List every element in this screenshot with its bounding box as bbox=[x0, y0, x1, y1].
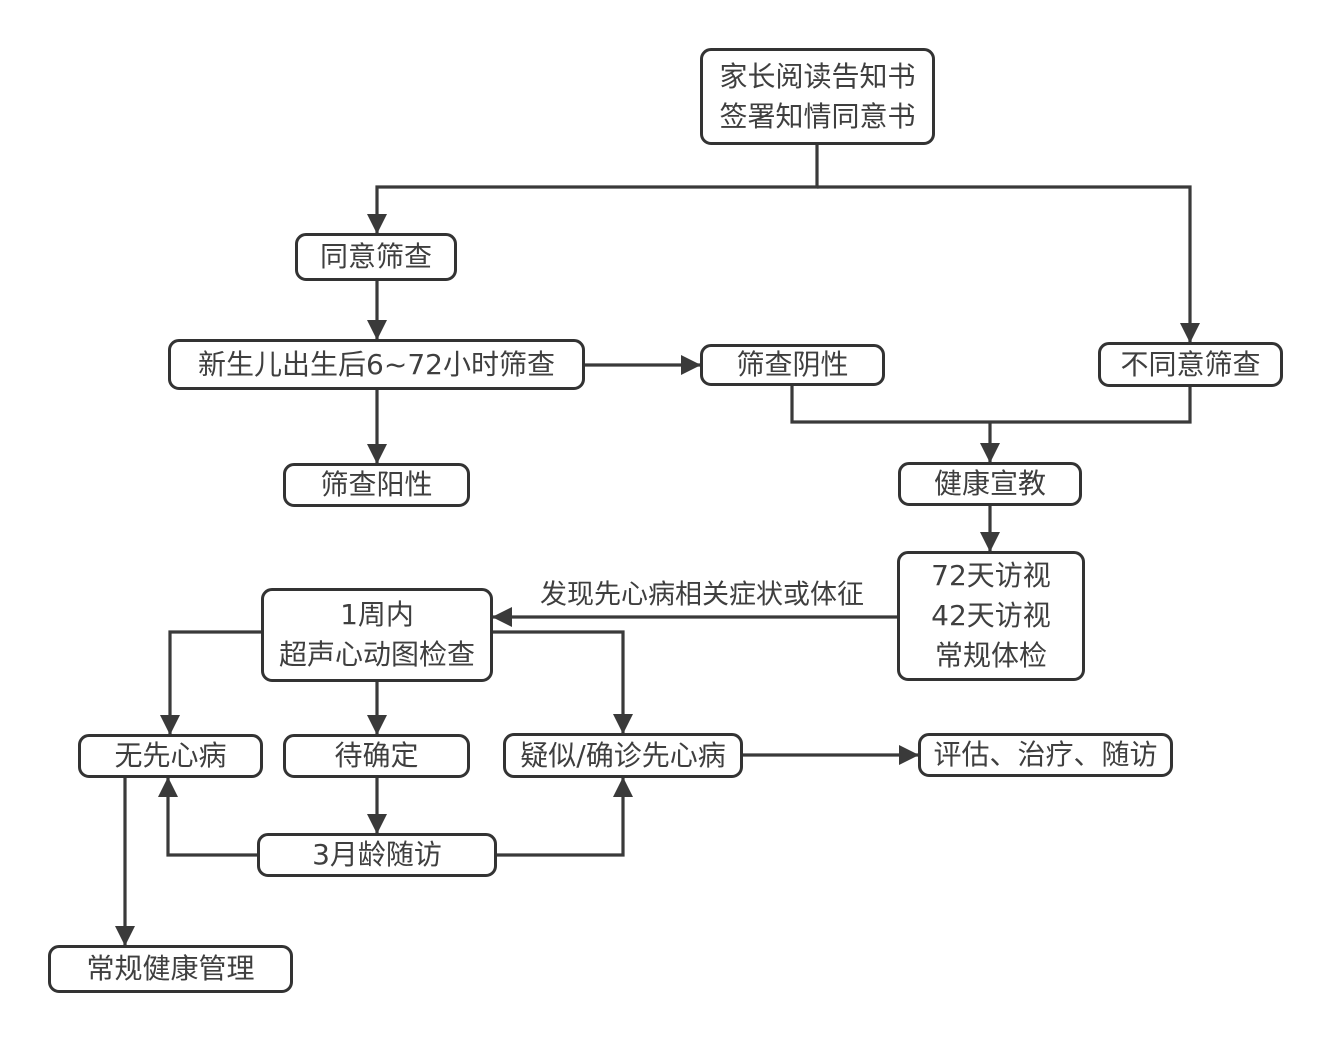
node-agree: 同意筛查 bbox=[295, 233, 457, 281]
node-evaluate-label: 评估、治疗、随访 bbox=[933, 738, 1158, 771]
node-echo-label: 超声心动图检查 bbox=[278, 638, 475, 671]
edge-label-chd-symptoms: 发现先心病相关症状或体征 bbox=[540, 579, 864, 611]
node-consent: 家长阅读告知书签署知情同意书 bbox=[700, 48, 935, 145]
node-screen-negative: 筛查阴性 bbox=[700, 344, 885, 386]
node-followup-3m: 3月龄随访 bbox=[257, 833, 497, 877]
node-health-education: 健康宣教 bbox=[898, 462, 1082, 506]
node-visits: 72天访视 42天访视常规体检 bbox=[897, 551, 1085, 681]
node-suspected-chd: 疑似/确诊先心病 bbox=[503, 733, 743, 778]
node-consent-label: 签署知情同意书 bbox=[719, 99, 916, 133]
node-no-chd: 无先心病 bbox=[78, 734, 263, 778]
node-followup-3m-label: 3月龄随访 bbox=[312, 838, 442, 871]
edge-followup-3m-to-suspected-chd bbox=[497, 777, 633, 857]
node-pending-label: 待确定 bbox=[334, 739, 419, 772]
node-pending: 待确定 bbox=[283, 734, 470, 778]
node-health-education-label: 健康宣教 bbox=[933, 467, 1046, 500]
node-evaluate: 评估、治疗、随访 bbox=[918, 733, 1173, 777]
edge-followup-3m-to-no-chd bbox=[158, 777, 257, 857]
node-routine-health-label: 常规健康管理 bbox=[86, 952, 255, 985]
edge-screen-negative-to-merge-point bbox=[790, 386, 1192, 424]
node-disagree-label: 不同意筛查 bbox=[1120, 347, 1261, 381]
node-echo: 1周内超声心动图检查 bbox=[261, 588, 493, 682]
node-visits-label: 42天访视 bbox=[931, 599, 1051, 632]
node-screen-negative-label: 筛查阴性 bbox=[736, 348, 849, 381]
edge-echo-to-suspected-chd bbox=[493, 630, 633, 734]
node-newborn-screen: 新生儿出生后6~72小时筛查 bbox=[168, 339, 585, 390]
edge-consent-to-agree bbox=[367, 145, 819, 234]
node-consent-label: 家长阅读告知书 bbox=[719, 59, 916, 93]
node-no-chd-label: 无先心病 bbox=[114, 739, 227, 772]
node-agree-label: 同意筛查 bbox=[319, 240, 432, 273]
node-disagree: 不同意筛查 bbox=[1098, 342, 1283, 387]
node-screen-positive-label: 筛查阳性 bbox=[320, 468, 433, 501]
node-visits-label: 72天访视 bbox=[931, 559, 1051, 592]
node-newborn-screen-label: 新生儿出生后6~72小时筛查 bbox=[198, 347, 555, 381]
node-visits-label: 常规体检 bbox=[934, 639, 1047, 672]
node-suspected-chd-label: 疑似/确诊先心病 bbox=[520, 738, 726, 772]
edge-echo-to-no-chd bbox=[160, 630, 261, 735]
node-echo-label: 1周内 bbox=[340, 598, 414, 631]
edge-consent-to-disagree bbox=[817, 185, 1200, 343]
node-routine-health: 常规健康管理 bbox=[48, 945, 293, 993]
node-screen-positive: 筛查阳性 bbox=[283, 463, 470, 507]
